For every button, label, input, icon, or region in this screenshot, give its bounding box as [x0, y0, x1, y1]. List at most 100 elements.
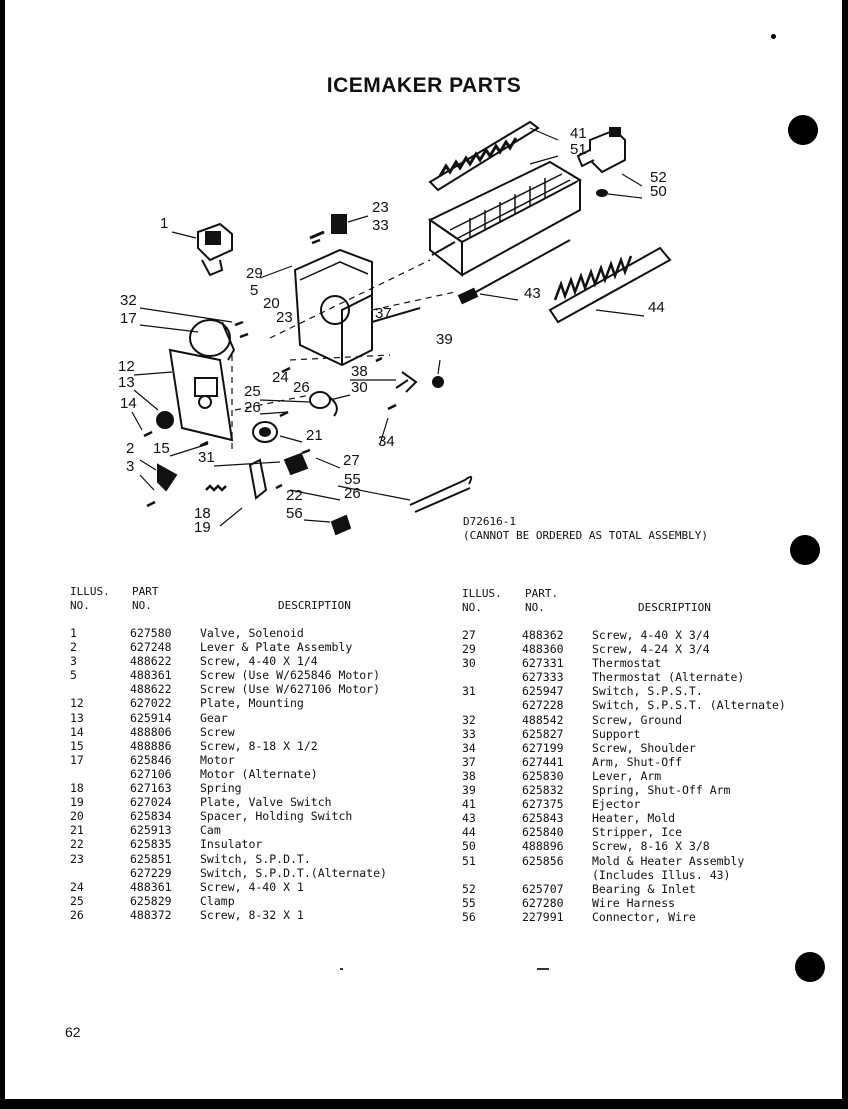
scan-speck: [537, 968, 549, 970]
callout-51: 51: [570, 141, 587, 158]
part-no: 627228: [522, 698, 564, 713]
illus-no: 38: [462, 768, 476, 783]
part-no: 488360: [522, 642, 564, 657]
diagram-note: D72616-1 (CANNOT BE ORDERED AS TOTAL ASS…: [463, 515, 708, 543]
part-description: Mold & Heater Assembly: [592, 853, 745, 868]
part-no: 625843: [522, 811, 564, 826]
part-description: Switch, S.P.D.T.(Alternate): [200, 865, 387, 880]
part-description: Clamp: [200, 893, 235, 908]
scan-border-bottom: [0, 1099, 848, 1109]
part-no: 627199: [522, 740, 564, 755]
scan-border-right: [842, 0, 848, 1109]
binder-hole: [788, 115, 818, 145]
illus-no: 12: [70, 696, 84, 711]
part-no: 625834: [130, 809, 172, 824]
part-no: 488622: [130, 682, 172, 697]
callout-37: 37: [375, 305, 392, 322]
binder-hole: [790, 535, 820, 565]
part-description: Bearing & Inlet: [592, 881, 696, 896]
part-no: 625835: [130, 837, 172, 852]
part-no: 625707: [522, 881, 564, 896]
callout-19: 19: [194, 519, 211, 536]
part-description: Connector, Wire: [592, 909, 696, 924]
binder-hole: [795, 952, 825, 982]
illus-no: 55: [462, 895, 476, 910]
illus-no: 26: [70, 907, 84, 922]
illus-no: [462, 698, 522, 712]
callout-26: 26: [344, 485, 361, 502]
part-description: Heater, Mold: [592, 811, 676, 826]
callout-43: 43: [524, 285, 541, 302]
part-no: 627441: [522, 754, 564, 769]
illus-no: 21: [70, 823, 84, 838]
part-no: 627580: [130, 626, 172, 640]
scan-border-left: [0, 0, 5, 1109]
part-no: 625830: [522, 768, 564, 783]
callout-12: 12: [118, 358, 135, 375]
callout-25: 25: [244, 383, 261, 400]
illus-no: 43: [462, 811, 476, 826]
scan-speck: [340, 968, 343, 970]
part-description: Screw, 4-40 X 3/4: [592, 628, 710, 642]
part-no: 627280: [522, 895, 564, 910]
part-no: 627331: [522, 656, 564, 671]
part-no: 625840: [522, 825, 564, 840]
part-description: Cam: [200, 823, 221, 838]
part-description: Spacer, Holding Switch: [200, 809, 353, 824]
callout-3: 3: [126, 458, 134, 475]
diagram-code: D72616-1: [463, 515, 516, 528]
callout-1: 1: [160, 215, 168, 232]
illus-no: 13: [70, 710, 84, 725]
callout-56: 56: [286, 505, 303, 522]
part-description: Plate, Valve Switch: [200, 795, 332, 810]
illus-no: 5: [70, 668, 77, 683]
table-row: 488622 Screw (Use W/627106 Motor): [70, 682, 387, 696]
illus-no: 34: [462, 740, 476, 755]
illus-no: [70, 767, 130, 781]
illus-no: 23: [70, 851, 84, 866]
illus-no: 37: [462, 754, 476, 769]
part-description: Plate, Mounting: [200, 696, 304, 711]
part-no: 488361: [130, 668, 172, 683]
callout-23: 23: [276, 309, 293, 326]
callout-50: 50: [650, 183, 667, 200]
callout-15: 15: [153, 440, 170, 457]
illus-no: 51: [462, 853, 476, 868]
part-no: 625914: [130, 710, 172, 725]
illus-no: 50: [462, 839, 476, 854]
callout-34: 34: [378, 433, 395, 450]
part-description: Motor (Alternate): [200, 766, 318, 781]
callout-5: 5: [250, 282, 258, 299]
part-description: Lever & Plate Assembly: [200, 640, 353, 655]
part-description: (Includes Illus. 43): [592, 867, 731, 882]
part-no: 625832: [522, 783, 564, 798]
part-no: 627333: [522, 670, 564, 685]
part-description: Spring, Shut-Off Arm: [592, 783, 731, 798]
callout-29: 29: [246, 265, 263, 282]
part-no: 625947: [522, 684, 564, 699]
part-description: Screw, 8-32 X 1: [200, 907, 304, 922]
part-description: Switch, S.P.D.T.: [200, 851, 311, 866]
part-description: Screw, Ground: [592, 712, 683, 727]
part-no: 488622: [130, 654, 172, 669]
part-description: Screw (Use W/627106 Motor): [200, 682, 381, 697]
